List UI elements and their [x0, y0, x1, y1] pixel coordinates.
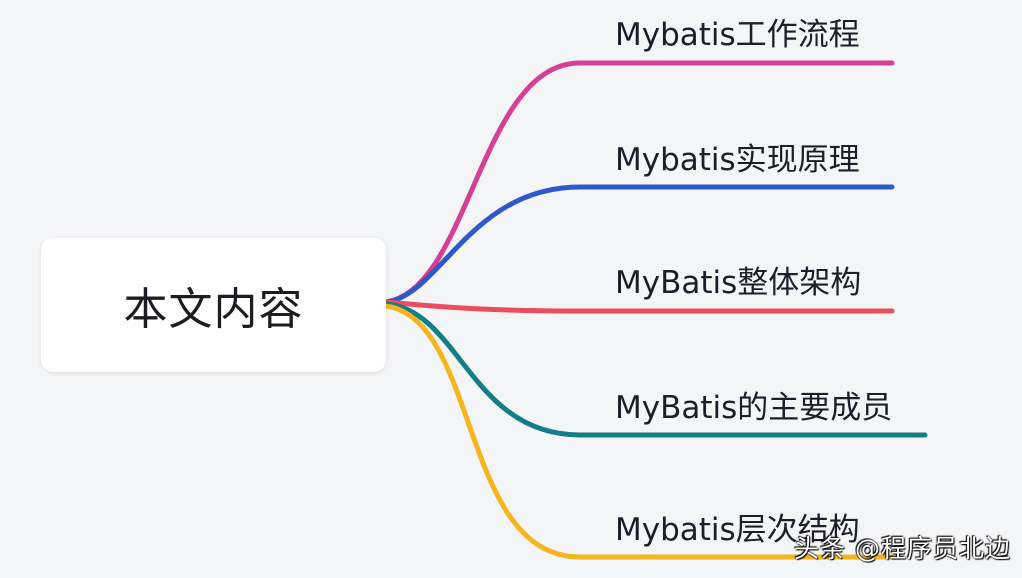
branch-node-principle[interactable]: Mybatis实现原理 — [615, 142, 860, 178]
branch-node-members[interactable]: MyBatis的主要成员 — [615, 390, 893, 426]
connector-principle — [383, 184, 895, 305]
connector-members — [383, 301, 928, 438]
connector-architecture — [383, 299, 895, 314]
branch-node-layers[interactable]: Mybatis层次结构 — [615, 512, 860, 548]
branch-node-workflow[interactable]: Mybatis工作流程 — [615, 17, 860, 53]
branch-node-architecture[interactable]: MyBatis整体架构 — [615, 265, 862, 301]
connector-layers — [383, 303, 895, 560]
root-node[interactable]: 本文内容 — [41, 238, 386, 372]
root-node-label: 本文内容 — [123, 284, 304, 335]
watermark: 头条 @程序员北边 — [794, 534, 1011, 563]
